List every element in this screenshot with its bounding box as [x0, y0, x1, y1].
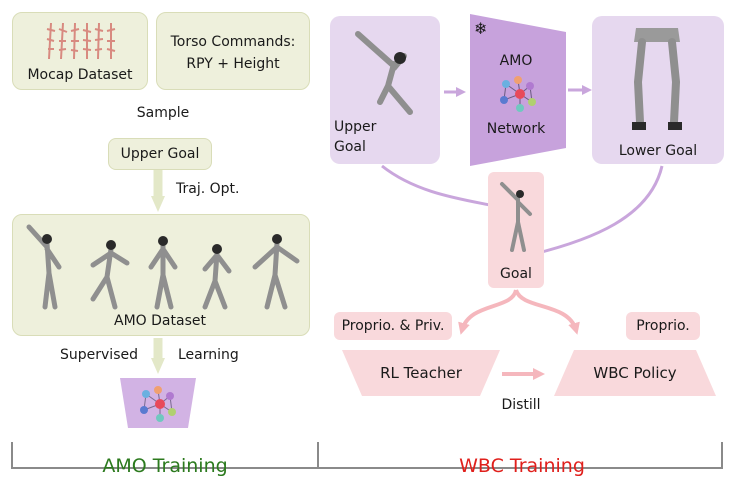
amo-network-line1: AMO	[499, 53, 533, 69]
amo-dataset-box	[12, 214, 310, 336]
amo-network-line2: Network	[486, 121, 546, 137]
upper-goal-line2: Goal	[334, 139, 366, 155]
goal-panel	[488, 172, 544, 288]
upper-goal-robot-icon	[355, 31, 413, 115]
upper-goal-line1: Upper	[334, 119, 377, 135]
lower-goal-panel	[592, 16, 724, 164]
amo-training-label: AMO Training	[102, 455, 228, 477]
lower-goal-robot-icon	[632, 28, 682, 130]
amo-network-icon	[500, 76, 536, 112]
torso-commands-line2: RPY + Height	[186, 56, 280, 72]
snowflake-icon: ❄	[474, 19, 488, 38]
wbc-training-label: WBC Training	[459, 455, 585, 477]
rl-teacher-label: RL Teacher	[380, 364, 462, 382]
goal-robot-icon	[500, 182, 532, 252]
arrow-goal-to-teacher	[458, 289, 518, 335]
goal-label: Goal	[500, 266, 532, 282]
wbc-policy-shape	[554, 350, 716, 396]
learning-label: Learning	[178, 347, 239, 363]
lower-goal-label: Lower Goal	[618, 143, 698, 159]
sample-label: Sample	[136, 105, 190, 121]
upper-goal-label: Upper Goal	[120, 146, 200, 162]
arrow-upper-to-goal	[381, 164, 508, 212]
rl-teacher-shape	[342, 350, 500, 396]
proprio-box	[626, 312, 700, 340]
arrow-goal-to-policy	[514, 289, 580, 335]
torso-commands-box	[156, 12, 310, 90]
upper-goal-box	[108, 138, 212, 170]
arrow-lower-to-goal	[530, 165, 664, 258]
small-network-icon	[140, 386, 176, 422]
amo-bracket	[11, 442, 318, 469]
mocap-dataset-label: Mocap Dataset	[27, 67, 133, 83]
torso-commands-line1: Torso Commands:	[170, 34, 296, 50]
wbc-bracket	[317, 442, 723, 469]
proprio-priv-box	[334, 312, 452, 340]
upper-goal-panel	[330, 16, 440, 164]
mocap-dataset-box	[12, 12, 148, 90]
proprio-priv-label: Proprio. & Priv.	[341, 318, 445, 334]
proprio-label: Proprio.	[636, 318, 690, 334]
mocap-figures-icon	[46, 22, 116, 60]
traj-opt-label: Traj. Opt.	[176, 181, 240, 197]
amo-dataset-label: AMO Dataset	[114, 313, 206, 329]
wbc-policy-label: WBC Policy	[593, 364, 677, 382]
distill-label: Distill	[501, 397, 541, 413]
robot-poses-icon	[26, 224, 300, 310]
supervised-label: Supervised	[60, 347, 138, 363]
